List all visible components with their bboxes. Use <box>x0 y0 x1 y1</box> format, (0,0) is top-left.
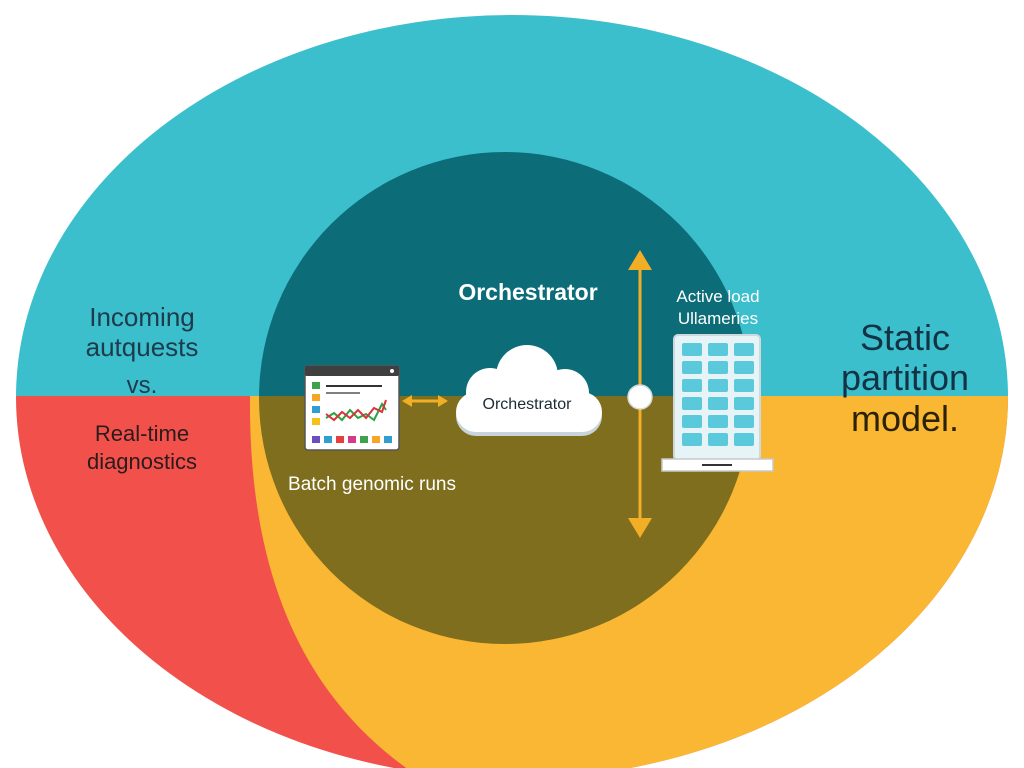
cloud-orchestrator-label: Orchestrator <box>482 396 572 413</box>
server-cell <box>708 433 728 446</box>
server-cell <box>682 433 702 446</box>
server-cell <box>708 379 728 392</box>
model-label: model. <box>850 398 960 439</box>
orchestrator-title: Orchestrator <box>458 279 598 305</box>
server-cell <box>708 397 728 410</box>
server-cell <box>734 415 754 428</box>
active-load-label: Active load Ullameries <box>676 287 760 328</box>
incoming-requests-label: Incoming autquests <box>85 302 199 362</box>
dashboard-chart-icon <box>304 365 400 451</box>
real-time-diagnostics-label: Real-time diagnostics <box>86 421 198 474</box>
server-cell <box>708 361 728 374</box>
double-arrow-icon <box>402 395 448 407</box>
server-cell <box>682 361 702 374</box>
server-rack-icon <box>661 334 774 472</box>
server-cell <box>682 415 702 428</box>
batch-genomic-runs-label: Batch genomic runs <box>288 474 456 495</box>
static-partition-label: Static partition <box>840 317 970 398</box>
server-cell <box>734 433 754 446</box>
versus-label: vs. <box>126 372 158 399</box>
server-cell <box>734 379 754 392</box>
server-cell <box>708 415 728 428</box>
server-cell <box>734 343 754 356</box>
server-cell <box>682 397 702 410</box>
server-cell <box>734 397 754 410</box>
server-cell <box>708 343 728 356</box>
cloud-icon <box>456 345 602 436</box>
vertical-double-arrow-icon <box>627 250 653 538</box>
server-cell <box>682 379 702 392</box>
server-cell <box>734 361 754 374</box>
server-cell <box>682 343 702 356</box>
